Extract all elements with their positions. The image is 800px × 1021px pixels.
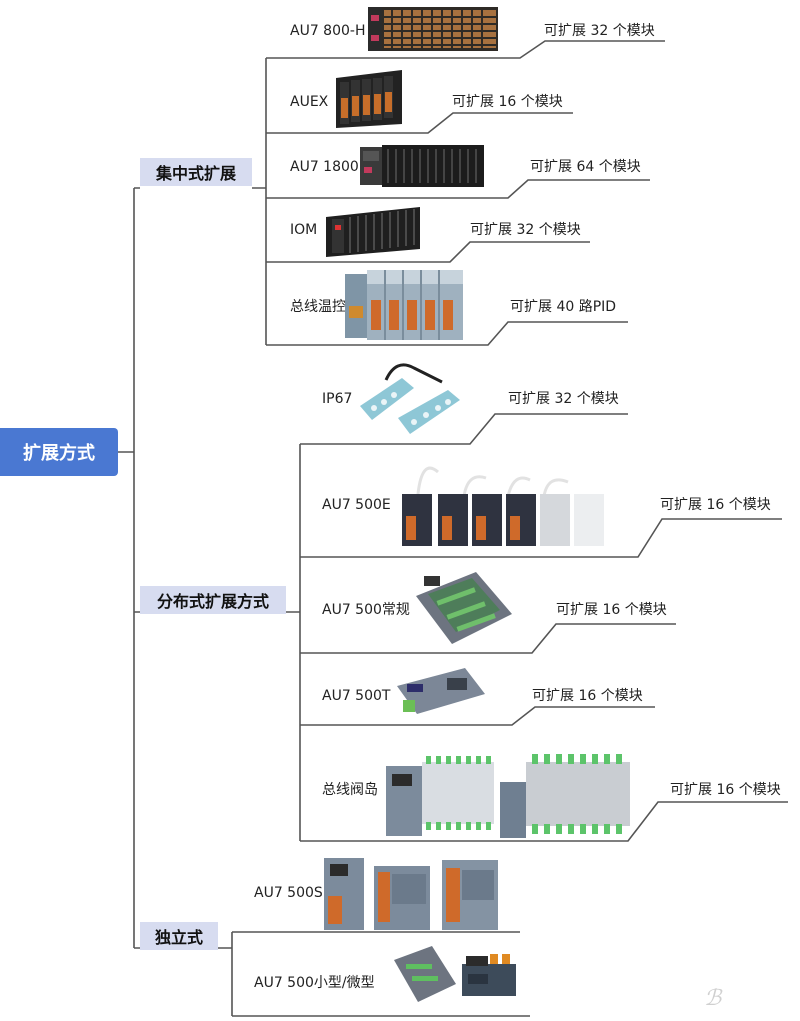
capacity-label: 可扩展 32 个模块 bbox=[470, 222, 581, 238]
capacity-label: 可扩展 16 个模块 bbox=[452, 94, 563, 110]
au7-500t-product-image bbox=[397, 668, 485, 714]
product-name: AU7 500S bbox=[254, 885, 323, 901]
au7-500-small-micro-product-image bbox=[394, 946, 516, 1002]
category-label: 集中式扩展 bbox=[155, 164, 236, 183]
root-node: 扩展方式 bbox=[0, 428, 118, 476]
iom-product-image bbox=[326, 207, 420, 257]
capacity-label: 可扩展 16 个模块 bbox=[556, 602, 667, 618]
au7-500-standard-product-image bbox=[416, 572, 512, 644]
au7-500s-product-image bbox=[324, 858, 498, 930]
product-name: IP67 bbox=[322, 391, 353, 407]
category-label: 独立式 bbox=[154, 928, 203, 947]
product-name: AU7 800-H bbox=[290, 23, 366, 39]
product-name: AU7 500E bbox=[322, 497, 391, 513]
product-name: AU7 500常规 bbox=[322, 602, 410, 618]
watermark-logo: ℬ bbox=[704, 986, 722, 1011]
category-distributed: 分布式扩展方式 bbox=[140, 586, 286, 614]
category-label: 分布式扩展方式 bbox=[156, 592, 269, 611]
capacity-label: 可扩展 32 个模块 bbox=[544, 23, 655, 39]
capacity-label: 可扩展 16 个模块 bbox=[670, 782, 781, 798]
au7-500e-product-image bbox=[402, 466, 604, 546]
capacity-label: 可扩展 32 个模块 bbox=[508, 391, 619, 407]
au7-1800-product-image bbox=[360, 145, 484, 187]
capacity-label: 可扩展 64 个模块 bbox=[530, 159, 641, 175]
capacity-label: 可扩展 16 个模块 bbox=[532, 688, 643, 704]
capacity-label: 可扩展 40 路PID bbox=[510, 299, 617, 315]
category-centralized: 集中式扩展 bbox=[140, 158, 252, 186]
product-name: IOM bbox=[290, 222, 318, 238]
bus-valve-island-product-image bbox=[386, 754, 630, 838]
product-name: AUEX bbox=[290, 94, 329, 110]
ip67-product-image bbox=[360, 363, 460, 434]
product-name: 总线阀岛 bbox=[322, 782, 378, 798]
product-name: AU7 500T bbox=[322, 688, 391, 704]
product-name: AU7 1800 bbox=[290, 159, 359, 175]
bus-temperature-control-product-image bbox=[345, 270, 463, 340]
category-standalone: 独立式 bbox=[140, 922, 218, 950]
product-name: 总线温控 bbox=[290, 299, 346, 315]
auex-product-image bbox=[336, 70, 402, 128]
au7-800h-product-image bbox=[368, 7, 498, 51]
capacity-label: 可扩展 16 个模块 bbox=[660, 497, 771, 513]
root-label: 扩展方式 bbox=[23, 443, 95, 464]
product-name: AU7 500小型/微型 bbox=[254, 975, 375, 991]
